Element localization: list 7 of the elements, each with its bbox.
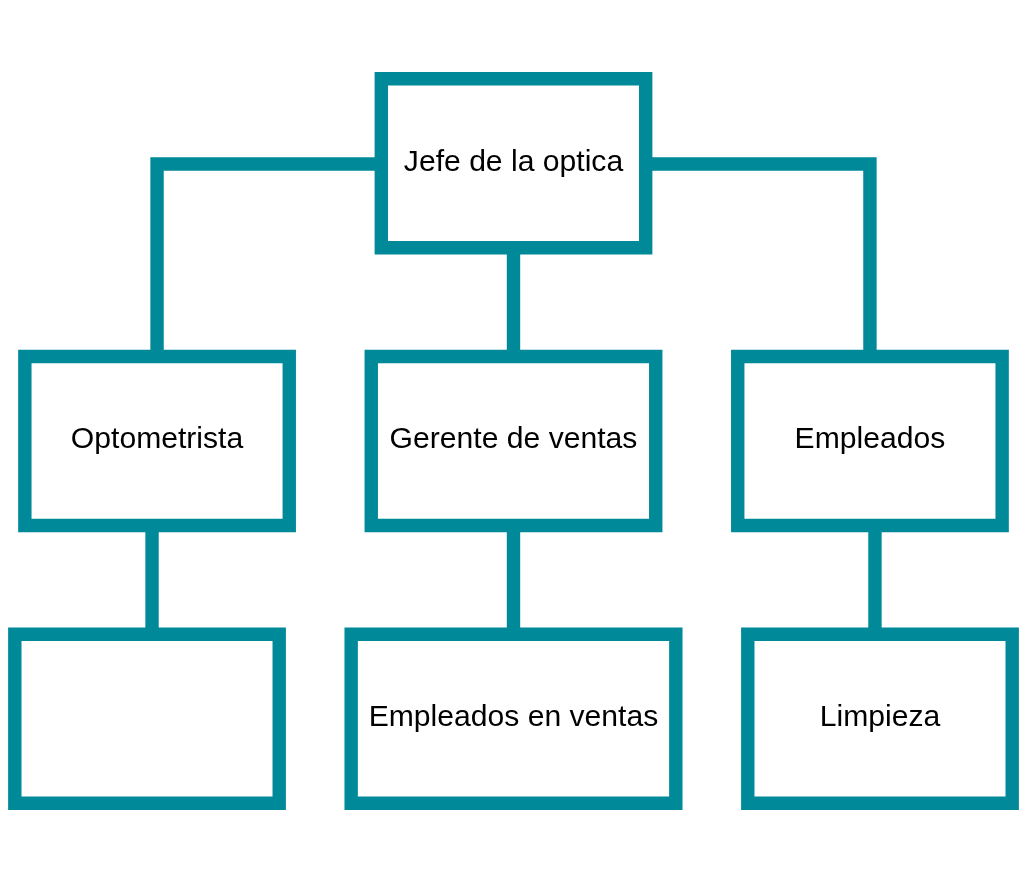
node-box: Gerente de ventas (364, 349, 663, 532)
node-box: Jefe de la optica (374, 71, 653, 254)
node-box: Empleados (731, 349, 1009, 532)
node-box: Optometrista (18, 349, 296, 532)
node-box: Empleados en ventas (344, 627, 683, 810)
node-box: Limpieza (741, 627, 1019, 810)
node-box (8, 627, 286, 810)
